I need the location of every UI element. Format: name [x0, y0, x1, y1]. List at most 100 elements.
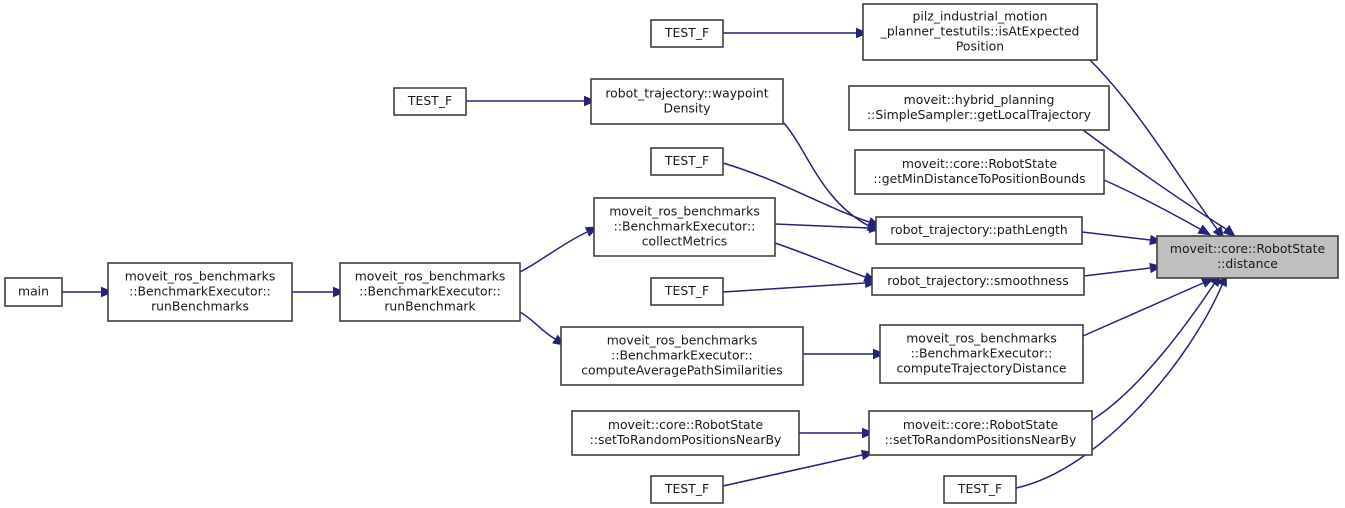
node-label-line: computeTrajectoryDistance: [896, 361, 1066, 376]
graph-node-getLocalTrajectory[interactable]: moveit::hybrid_planning::SimpleSampler::…: [848, 85, 1110, 131]
node-label-line: TEST_F: [664, 283, 709, 298]
node-label-line: TEST_F: [957, 481, 1002, 496]
node-box[interactable]: [393, 87, 467, 116]
node-label-line: TEST_F: [664, 25, 709, 40]
node-box[interactable]: [875, 216, 1083, 245]
node-label-line: Density: [663, 101, 710, 116]
node-label-line: ::getMinDistanceToPositionBounds: [873, 171, 1085, 186]
arrowhead-icon: [1197, 224, 1212, 236]
graph-node-isAtExpectedPosition[interactable]: pilz_industrial_motion_planner_testutils…: [862, 3, 1098, 61]
node-label-line: Position: [956, 39, 1004, 54]
node-label-line: ::distance: [1217, 256, 1278, 271]
graph-node-getMinDistance[interactable]: moveit::core::RobotState::getMinDistance…: [854, 149, 1105, 195]
node-box[interactable]: [879, 324, 1084, 384]
node-label-line: moveit_ros_benchmarks: [355, 268, 506, 283]
graph-edge: [519, 311, 556, 340]
node-box[interactable]: [854, 149, 1105, 195]
node-label-line: robot_trajectory::smoothness: [887, 273, 1068, 288]
graph-node-distance[interactable]: moveit::core::RobotState::distance: [1156, 235, 1339, 279]
node-label-line: ::BenchmarkExecutor::: [611, 348, 753, 363]
node-box[interactable]: [4, 277, 63, 307]
graph-edge: [1082, 129, 1227, 230]
node-label-line: ::BenchmarkExecutor::: [614, 219, 756, 234]
graph-node-smoothness[interactable]: robot_trajectory::smoothness: [871, 267, 1085, 296]
graph-edge: [519, 231, 588, 273]
graph-edge: [722, 282, 866, 293]
node-label-line: moveit::core::RobotState: [1170, 241, 1325, 256]
node-box[interactable]: [339, 262, 521, 322]
graph-node-setToRandomNearBy-R[interactable]: moveit::core::RobotState::setToRandomPos…: [868, 410, 1093, 456]
arrowhead-icon: [1222, 225, 1236, 238]
node-label-line: _planner_testutils::isAtExpected: [880, 24, 1080, 39]
node-label-line: ::setToRandomPositionsNearBy: [590, 432, 782, 447]
graph-node-collectMetrics[interactable]: moveit_ros_benchmarks::BenchmarkExecutor…: [593, 197, 776, 257]
graph-node-testf-pilz[interactable]: TEST_F: [650, 19, 724, 48]
node-label-line: pilz_industrial_motion: [913, 8, 1048, 23]
node-box[interactable]: [862, 3, 1098, 61]
node-box[interactable]: [650, 277, 724, 306]
node-box[interactable]: [848, 85, 1110, 131]
graph-node-testf-waypoint[interactable]: TEST_F: [393, 87, 467, 116]
node-label-line: moveit_ros_benchmarks: [906, 330, 1057, 345]
node-label-line: moveit_ros_benchmarks: [607, 332, 758, 347]
node-label-line: moveit_ros_benchmarks: [609, 203, 760, 218]
node-box[interactable]: [868, 410, 1093, 456]
node-label-line: robot_trajectory::pathLength: [890, 222, 1068, 237]
node-box[interactable]: [650, 19, 724, 48]
node-box[interactable]: [943, 475, 1017, 504]
graph-edge: [722, 454, 863, 487]
node-label-line: moveit::hybrid_planning: [904, 92, 1055, 107]
graph-node-computeAvgPathSim[interactable]: moveit_ros_benchmarks::BenchmarkExecutor…: [560, 326, 804, 386]
node-label-line: ::setToRandomPositionsNearBy: [885, 432, 1077, 447]
node-box[interactable]: [650, 475, 724, 504]
node-label-line: ::BenchmarkExecutor::: [359, 284, 501, 299]
node-label-line: ::BenchmarkExecutor::: [129, 284, 271, 299]
graph-edge: [1015, 284, 1223, 489]
graph-node-computeTrajDistance[interactable]: moveit_ros_benchmarks::BenchmarkExecutor…: [879, 324, 1084, 384]
node-box[interactable]: [107, 262, 293, 322]
node-label-line: computeAveragePathSimilarities: [581, 363, 783, 378]
graph-node-main[interactable]: main: [4, 277, 63, 307]
graph-edge: [774, 242, 866, 278]
node-box[interactable]: [650, 147, 724, 176]
graph-edge: [1082, 282, 1204, 337]
graph-node-testf-bottomright[interactable]: TEST_F: [943, 475, 1017, 504]
node-label-line: TEST_F: [664, 481, 709, 496]
graph-edge: [774, 223, 870, 229]
node-box[interactable]: [871, 267, 1085, 296]
node-box[interactable]: [571, 410, 800, 456]
edges-layer: [62, 32, 1227, 489]
graph-edge: [1081, 231, 1151, 241]
graph-node-testf-pathlen[interactable]: TEST_F: [650, 147, 724, 176]
graph-node-runBenchmarks[interactable]: moveit_ros_benchmarks::BenchmarkExecutor…: [107, 262, 293, 322]
graph-edge: [1091, 283, 1215, 421]
node-label-line: moveit::core::RobotState: [903, 417, 1058, 432]
graph-edge: [1089, 59, 1218, 230]
node-label-line: ::SimpleSampler::getLocalTrajectory: [867, 107, 1091, 122]
graph-node-testf-smooth[interactable]: TEST_F: [650, 277, 724, 306]
node-label-line: runBenchmarks: [151, 299, 249, 314]
node-label-line: ::BenchmarkExecutor::: [911, 346, 1053, 361]
node-label-line: moveit::core::RobotState: [902, 156, 1057, 171]
graph-node-runBenchmark[interactable]: moveit_ros_benchmarks::BenchmarkExecutor…: [339, 262, 521, 322]
nodes-layer: mainmoveit_ros_benchmarks::BenchmarkExec…: [4, 3, 1339, 504]
node-label-line: runBenchmark: [384, 299, 476, 314]
node-box[interactable]: [560, 326, 804, 386]
graph-node-testf-setrandom[interactable]: TEST_F: [650, 475, 724, 504]
graph-edge: [1103, 179, 1201, 230]
node-label-line: robot_trajectory::waypoint: [605, 85, 768, 100]
graph-edge: [722, 162, 870, 223]
node-label-line: moveit_ros_benchmarks: [125, 268, 276, 283]
node-box[interactable]: [593, 197, 776, 257]
node-label-line: moveit::core::RobotState: [608, 417, 763, 432]
graph-node-pathLength[interactable]: robot_trajectory::pathLength: [875, 216, 1083, 245]
node-box-highlighted[interactable]: [1156, 235, 1339, 279]
node-label-line: main: [18, 284, 49, 299]
node-label-line: TEST_F: [664, 153, 709, 168]
node-label-line: TEST_F: [407, 93, 452, 108]
graph-edge: [1083, 267, 1151, 277]
node-box[interactable]: [590, 78, 784, 125]
graph-node-setToRandomNearBy-L[interactable]: moveit::core::RobotState::setToRandomPos…: [571, 410, 800, 456]
